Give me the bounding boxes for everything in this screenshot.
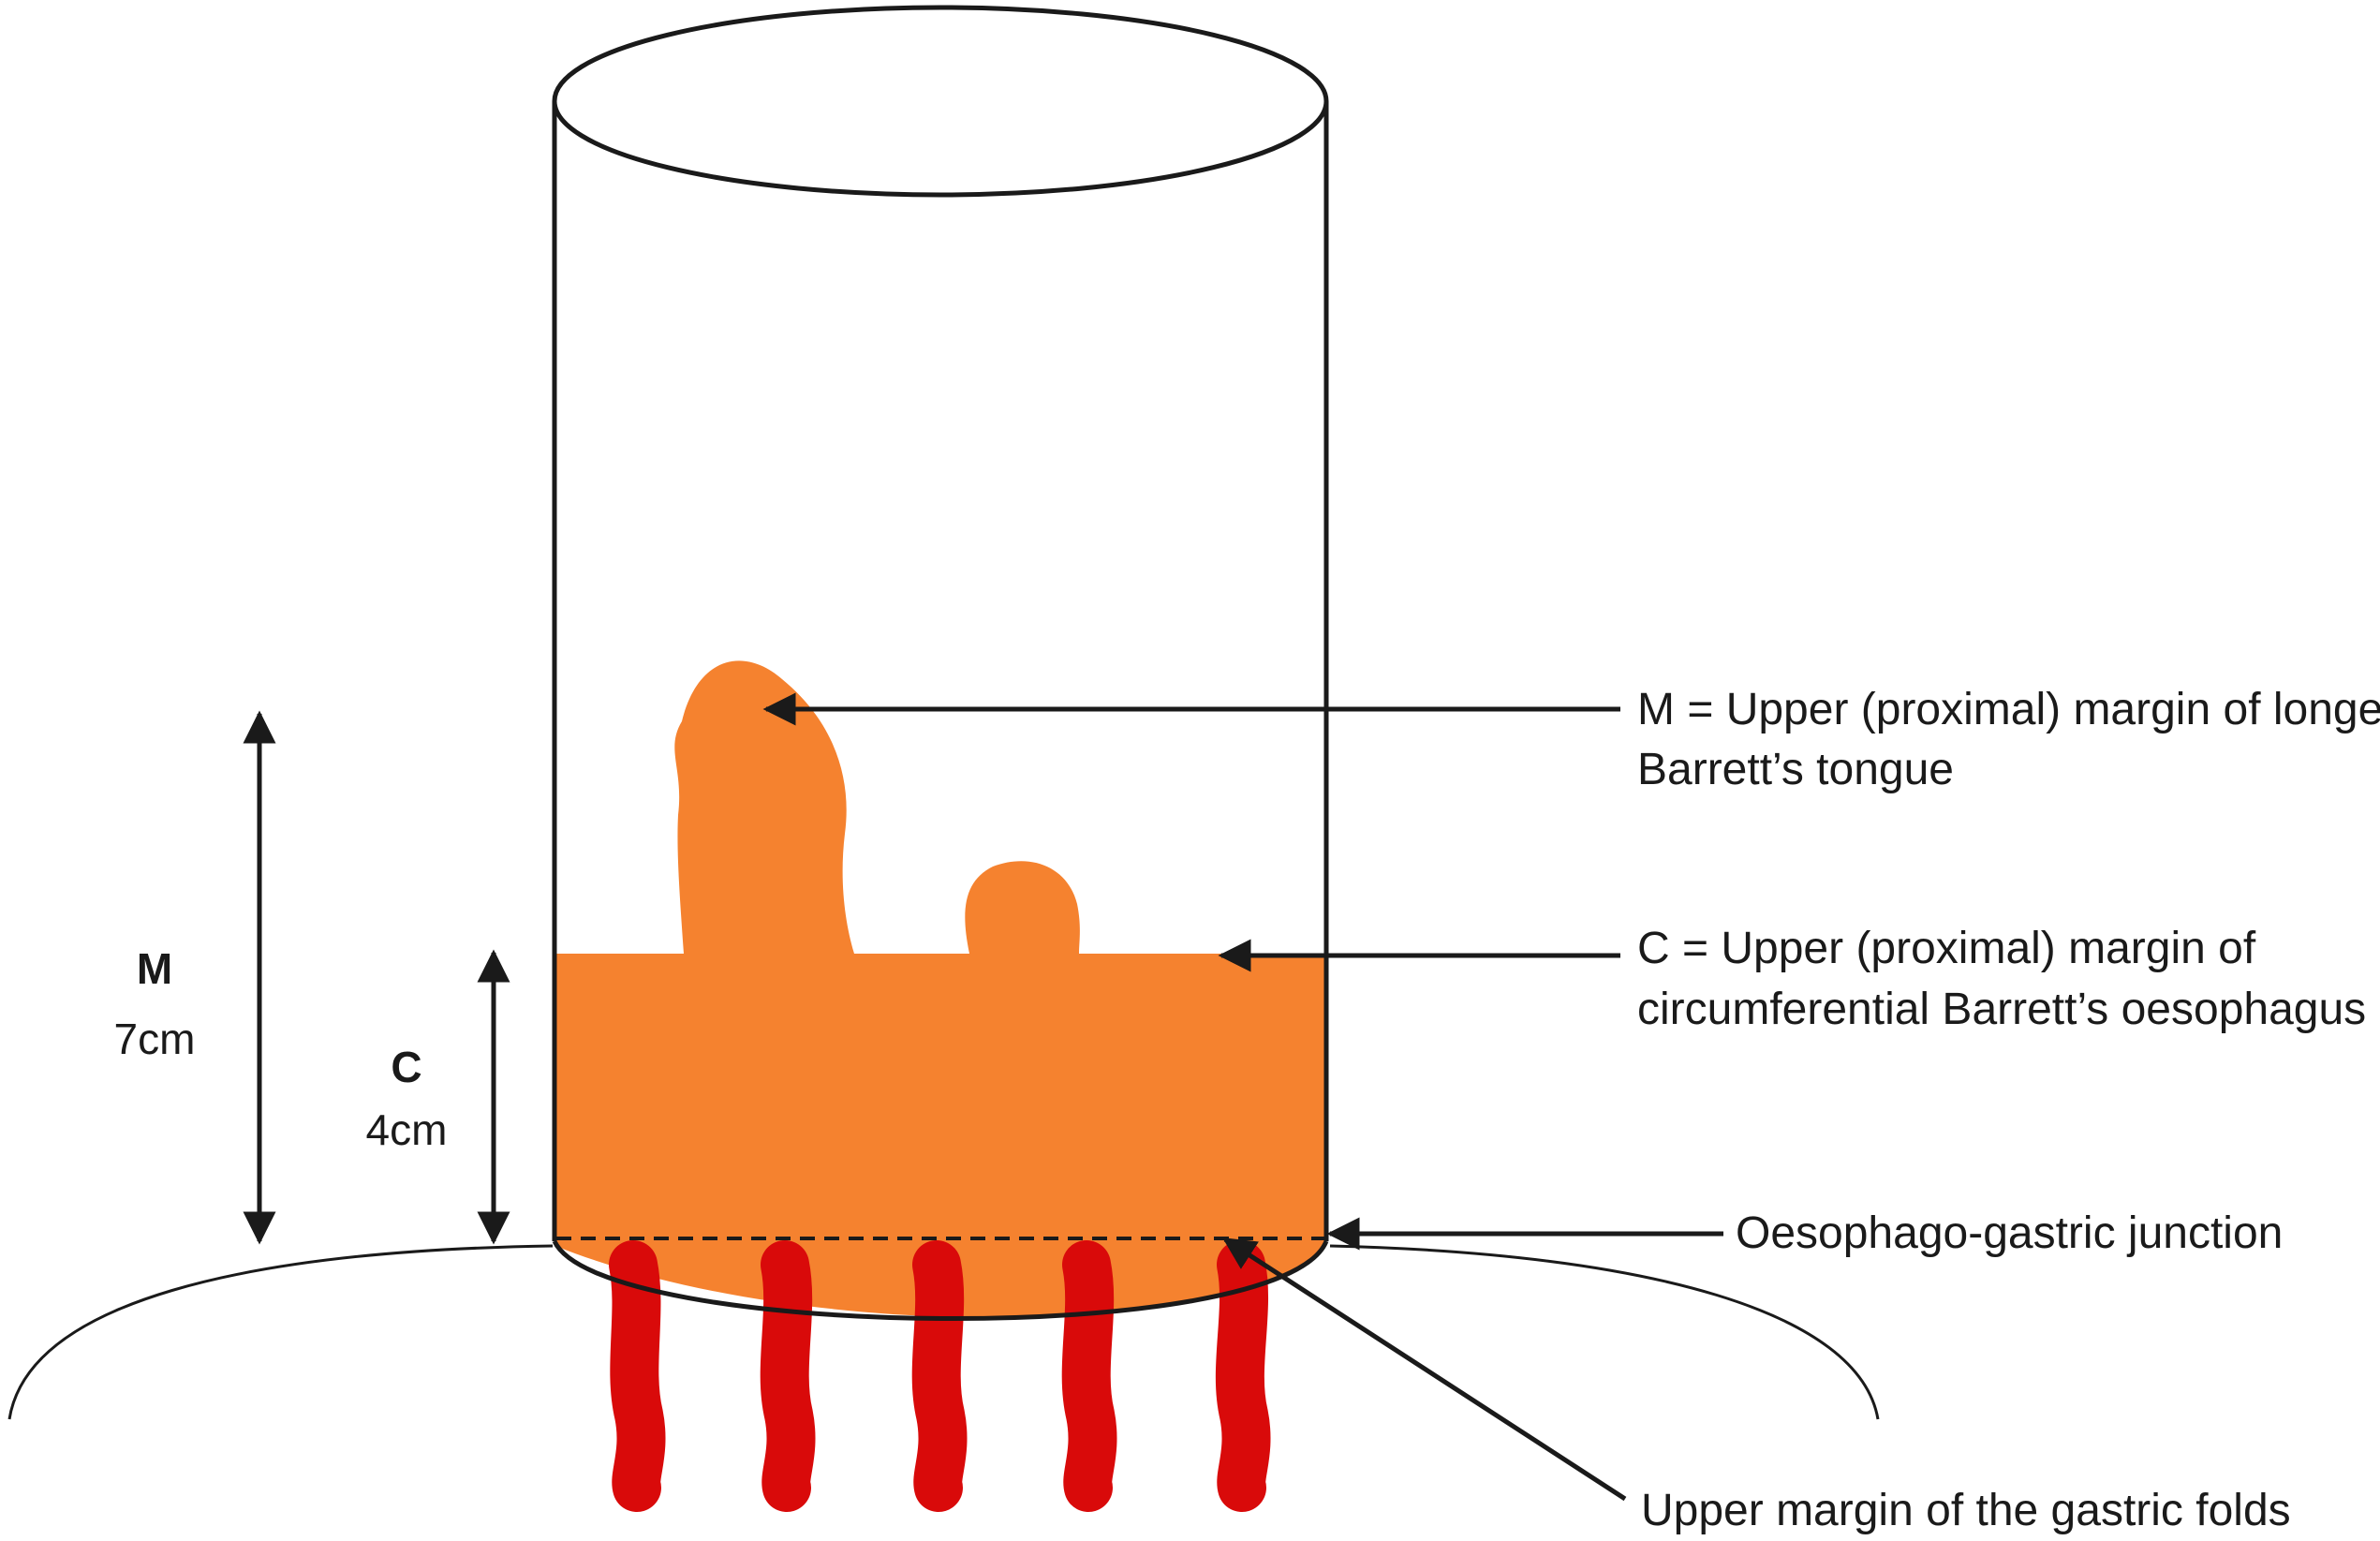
- gastric-folds: [609, 1240, 1271, 1512]
- folds-label-pointer: [1222, 1237, 1627, 1502]
- c-label-line2: circumferential Barrett’s oesophagus: [1637, 985, 2366, 1034]
- m-label-line2: Barrett’s tongue: [1637, 745, 1954, 794]
- ogj-label: Oesophago-gastric junction: [1736, 1208, 2283, 1258]
- gastric-fold-2: [760, 1240, 816, 1512]
- gastric-fold-1: [609, 1240, 666, 1512]
- tube-top-opening: [552, 5, 1329, 198]
- tube-bottom-edge: [552, 1239, 1329, 1321]
- barretts-mucosa-area: [555, 660, 1325, 1318]
- m-measurement-letter: M: [137, 944, 172, 993]
- gastric-fold-3: [911, 1240, 968, 1512]
- gastric-fold-4: [1061, 1240, 1117, 1512]
- c-label-line1: C = Upper (proximal) margin of: [1637, 924, 2256, 973]
- oesophagus-tube: [552, 5, 1329, 1321]
- gastric-folds-label: Upper margin of the gastric folds: [1641, 1486, 2291, 1535]
- c-measurement-value: 4cm: [366, 1105, 448, 1154]
- m-measurement-value: 7cm: [114, 1015, 196, 1063]
- c-measurement-letter: C: [391, 1043, 421, 1091]
- m-label-line1: M = Upper (proximal) margin of longest: [1637, 685, 2380, 734]
- stomach-outline: [7, 1244, 1880, 1420]
- gastric-fold-5: [1215, 1240, 1271, 1512]
